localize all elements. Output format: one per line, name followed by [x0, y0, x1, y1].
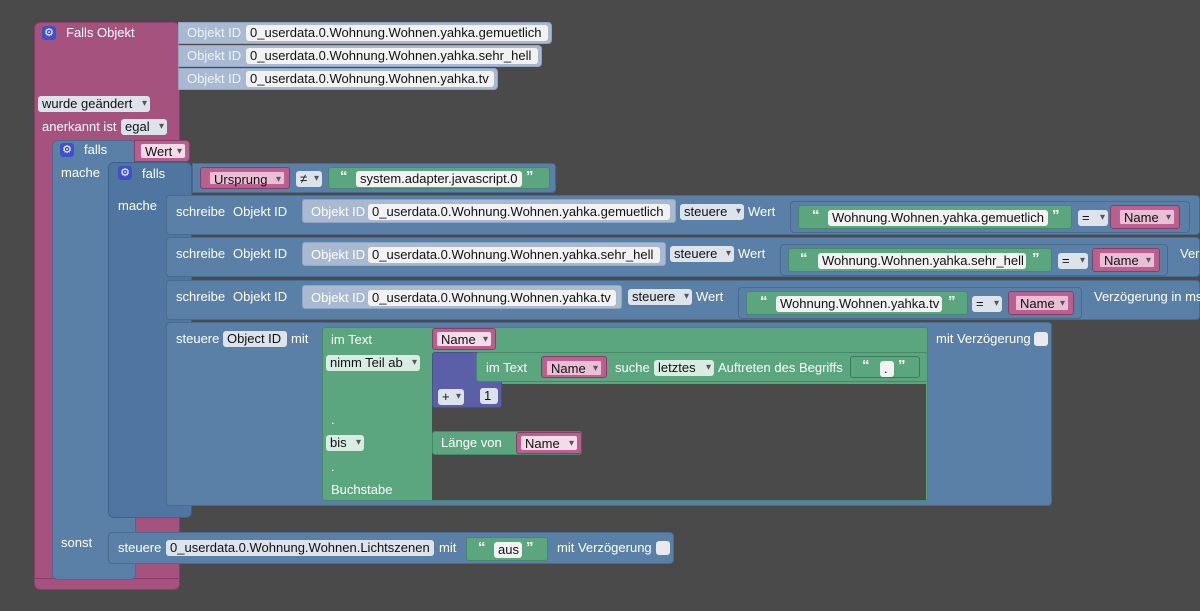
im-text-label: im Text — [486, 360, 527, 375]
write-object-field[interactable]: 0_userdata.0.Wohnung.Wohnen.yahka.sehr_h… — [368, 247, 660, 263]
object-id-label: Objekt ID — [311, 247, 366, 262]
object-id-label: Objekt ID — [187, 25, 242, 40]
name-dropdown[interactable]: Name — [1118, 208, 1176, 226]
name-dropdown[interactable]: Name — [545, 359, 603, 377]
if-inner-falls-label: falls — [142, 166, 166, 181]
steuere-label: steuere — [176, 331, 220, 346]
trigger-mode-dropdown[interactable]: wurde geändert — [38, 96, 150, 112]
math-operator-dropdown[interactable]: + — [438, 389, 464, 405]
schreibe-label: schreibe — [176, 246, 226, 261]
compare-operator-dropdown[interactable]: ≠ — [296, 171, 322, 187]
eq-operator-dropdown[interactable]: = — [1058, 253, 1088, 269]
delay-label: Verz — [1180, 246, 1200, 261]
mit-label: mit — [439, 540, 457, 555]
ursprung-dropdown[interactable]: Ursprung — [208, 170, 286, 188]
quote-close-icon: ” — [1052, 207, 1060, 224]
object-id-field[interactable]: Object ID — [223, 331, 287, 347]
quote-open-icon: “ — [760, 293, 768, 310]
eq-operator-dropdown[interactable]: = — [972, 296, 1002, 312]
wert-label: Wert — [748, 204, 776, 219]
mit-label: mit — [291, 331, 309, 346]
mit-verzoegerung-label: mit Verzögerung — [936, 331, 1031, 346]
dot-label: . — [331, 412, 335, 427]
eq-operator-dropdown[interactable]: = — [1078, 210, 1108, 226]
else-object-field[interactable]: 0_userdata.0.Wohnung.Wohnen.Lichtszenen — [166, 540, 434, 556]
dot-label: . — [331, 459, 335, 474]
if-inner-mache-label: mache — [118, 198, 158, 213]
name-dropdown[interactable]: Name — [520, 435, 578, 452]
bis-dropdown[interactable]: bis — [326, 435, 364, 451]
objekt-id-label: Objekt ID — [233, 289, 288, 304]
quote-close-icon: ” — [526, 168, 534, 185]
if-mache-label: mache — [61, 165, 101, 180]
quote-open-icon: “ — [340, 168, 348, 185]
quote-open-icon: “ — [478, 539, 486, 556]
delay-label: Verzögerung in ms — [1094, 289, 1200, 304]
object-id-label: Objekt ID — [187, 48, 242, 63]
delay-checkbox[interactable] — [656, 541, 670, 555]
quote-open-icon: “ — [862, 357, 870, 374]
letztes-dropdown[interactable]: letztes — [654, 360, 714, 376]
quote-close-icon: ” — [948, 293, 956, 310]
if-falls-label: falls — [84, 142, 108, 157]
buchstabe-label: Buchstabe — [331, 482, 393, 497]
object-id-field[interactable]: 0_userdata.0.Wohnung.Wohnen.yahka.gemuet… — [246, 25, 548, 41]
gear-icon[interactable]: ⚙ — [42, 26, 56, 40]
steuere-label: steuere — [118, 540, 162, 555]
write-object-field[interactable]: 0_userdata.0.Wohnung.Wohnen.yahka.gemuet… — [368, 204, 670, 220]
suche-label: suche — [615, 360, 650, 375]
mode-dropdown[interactable]: steuere — [680, 204, 744, 220]
auftreten-label: Auftreten des Begriffs — [718, 360, 843, 375]
write-object-field[interactable]: 0_userdata.0.Wohnung.Wohnen.yahka.tv — [368, 290, 616, 306]
gear-icon[interactable]: ⚙ — [118, 166, 132, 180]
objekt-id-label: Objekt ID — [233, 204, 288, 219]
number-field[interactable]: 1 — [480, 388, 498, 404]
adapter-text-field[interactable]: system.adapter.javascript.0 — [356, 171, 522, 187]
quote-close-icon: ” — [526, 539, 534, 556]
name-dropdown[interactable]: Name — [1014, 294, 1070, 312]
value-text-field[interactable]: Wohnung.Wohnen.yahka.tv — [776, 296, 942, 312]
value-text-field[interactable]: aus — [494, 542, 522, 558]
object-id-label: Objekt ID — [187, 71, 242, 86]
if-sonst-label: sonst — [61, 535, 93, 550]
delay-checkbox[interactable] — [1034, 332, 1048, 346]
objekt-id-label: Objekt ID — [233, 246, 288, 261]
value-text-field[interactable]: Wohnung.Wohnen.yahka.gemuetlich — [828, 210, 1048, 226]
quote-open-icon: “ — [800, 250, 808, 267]
anerkannt-dropdown[interactable]: egal — [121, 119, 167, 135]
wert-label: Wert — [696, 289, 724, 304]
object-id-label: Objekt ID — [311, 204, 366, 219]
laenge-label: Länge von — [441, 435, 502, 450]
mit-verzoegerung-label: mit Verzögerung — [557, 540, 652, 555]
mode-dropdown[interactable]: steuere — [628, 289, 692, 305]
anerkannt-label: anerkannt ist — [42, 119, 117, 134]
schreibe-label: schreibe — [176, 289, 226, 304]
mode-dropdown[interactable]: steuere — [670, 246, 734, 262]
object-id-label: Objekt ID — [311, 290, 366, 305]
name-dropdown[interactable]: Name — [1098, 251, 1156, 269]
wert-label: Wert — [738, 246, 766, 261]
search-term-field[interactable]: . — [880, 361, 894, 377]
trigger-label: Falls Objekt — [66, 25, 135, 40]
gear-icon[interactable]: ⚙ — [60, 143, 74, 157]
nimm-teil-dropdown[interactable]: nimm Teil ab — [326, 355, 420, 371]
quote-close-icon: ” — [898, 357, 906, 374]
im-text-label: im Text — [331, 332, 372, 347]
value-text-field[interactable]: Wohnung.Wohnen.yahka.sehr_hell — [818, 253, 1026, 269]
schreibe-label: schreibe — [176, 204, 226, 219]
quote-open-icon: “ — [812, 207, 820, 224]
wert-dropdown[interactable]: Wert — [140, 143, 186, 160]
quote-close-icon: ” — [1032, 250, 1040, 267]
name-dropdown[interactable]: Name — [436, 331, 492, 348]
object-id-field[interactable]: 0_userdata.0.Wohnung.Wohnen.yahka.sehr_h… — [246, 48, 538, 64]
object-id-field[interactable]: 0_userdata.0.Wohnung.Wohnen.yahka.tv — [246, 71, 494, 87]
